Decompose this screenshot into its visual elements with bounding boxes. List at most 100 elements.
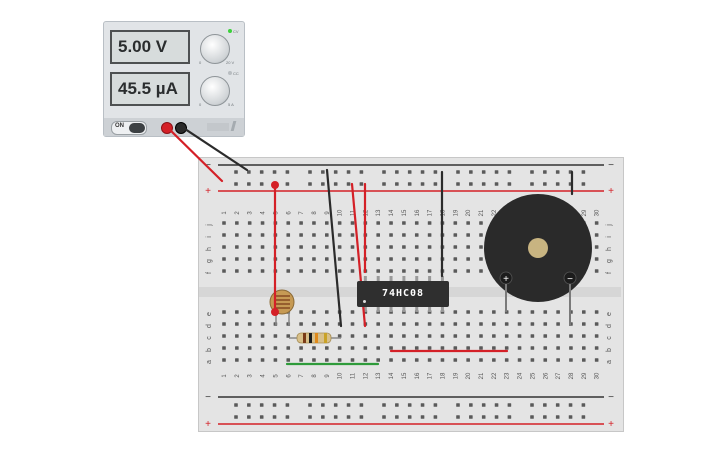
strip-hole[interactable] bbox=[517, 346, 522, 350]
rail-hole[interactable] bbox=[359, 170, 364, 174]
strip-hole[interactable] bbox=[312, 221, 316, 225]
strip-hole[interactable] bbox=[517, 334, 522, 338]
strip-hole[interactable] bbox=[594, 310, 599, 314]
strip-hole[interactable] bbox=[312, 310, 316, 314]
strip-hole[interactable] bbox=[466, 257, 470, 261]
strip-hole[interactable] bbox=[247, 221, 252, 225]
strip-hole[interactable] bbox=[389, 322, 393, 326]
strip-hole[interactable] bbox=[466, 269, 470, 273]
logic-chip[interactable]: 74HC08 bbox=[357, 281, 449, 307]
strip-hole[interactable] bbox=[466, 322, 470, 326]
strip-hole[interactable] bbox=[427, 233, 432, 237]
strip-hole[interactable] bbox=[453, 310, 458, 314]
strip-hole[interactable] bbox=[402, 269, 406, 273]
rail-hole[interactable] bbox=[395, 403, 399, 407]
strip-hole[interactable] bbox=[569, 334, 573, 338]
rail-hole[interactable] bbox=[234, 403, 238, 407]
rail-hole[interactable] bbox=[456, 415, 460, 419]
strip-hole[interactable] bbox=[312, 358, 316, 362]
strip-hole[interactable] bbox=[222, 257, 226, 261]
strip-hole[interactable] bbox=[325, 346, 329, 350]
strip-hole[interactable] bbox=[376, 322, 380, 326]
strip-hole[interactable] bbox=[466, 245, 470, 249]
rail-hole[interactable] bbox=[581, 170, 586, 174]
rail-hole[interactable] bbox=[555, 403, 560, 407]
rail-hole[interactable] bbox=[308, 403, 312, 407]
strip-hole[interactable] bbox=[414, 269, 419, 273]
rail-hole[interactable] bbox=[507, 182, 512, 186]
strip-hole[interactable] bbox=[402, 257, 406, 261]
strip-hole[interactable] bbox=[312, 346, 316, 350]
strip-hole[interactable] bbox=[594, 322, 599, 326]
rail-hole[interactable] bbox=[321, 403, 325, 407]
rail-hole[interactable] bbox=[346, 182, 351, 186]
strip-hole[interactable] bbox=[594, 245, 599, 249]
rail-hole[interactable] bbox=[469, 182, 473, 186]
rail-hole[interactable] bbox=[530, 403, 534, 407]
rail-hole[interactable] bbox=[321, 170, 325, 174]
strip-hole[interactable] bbox=[556, 334, 560, 338]
strip-hole[interactable] bbox=[312, 257, 316, 261]
rail-hole[interactable] bbox=[382, 182, 386, 186]
strip-hole[interactable] bbox=[556, 310, 560, 314]
strip-hole[interactable] bbox=[453, 221, 458, 225]
strip-hole[interactable] bbox=[350, 310, 355, 314]
rail-hole[interactable] bbox=[234, 415, 238, 419]
supply-positive-wire[interactable] bbox=[163, 123, 224, 183]
strip-hole[interactable] bbox=[376, 257, 380, 261]
strip-hole[interactable] bbox=[440, 346, 445, 350]
strip-hole[interactable] bbox=[325, 358, 329, 362]
rail-hole[interactable] bbox=[530, 182, 534, 186]
rail-hole[interactable] bbox=[285, 170, 290, 174]
strip-hole[interactable] bbox=[389, 221, 393, 225]
rail-hole[interactable] bbox=[581, 403, 586, 407]
strip-hole[interactable] bbox=[594, 358, 599, 362]
strip-hole[interactable] bbox=[427, 322, 432, 326]
rail-hole[interactable] bbox=[333, 182, 338, 186]
strip-hole[interactable] bbox=[337, 245, 342, 249]
voltage-knob[interactable] bbox=[200, 34, 230, 64]
rail-hole[interactable] bbox=[433, 170, 438, 174]
strip-hole[interactable] bbox=[222, 233, 226, 237]
strip-hole[interactable] bbox=[247, 269, 252, 273]
strip-hole[interactable] bbox=[312, 269, 316, 273]
strip-hole[interactable] bbox=[453, 269, 458, 273]
rail-hole[interactable] bbox=[285, 182, 290, 186]
strip-hole[interactable] bbox=[247, 358, 252, 362]
strip-hole[interactable] bbox=[235, 322, 239, 326]
strip-hole[interactable] bbox=[530, 346, 535, 350]
rail-hole[interactable] bbox=[543, 415, 547, 419]
rail-hole[interactable] bbox=[494, 170, 499, 174]
strip-hole[interactable] bbox=[530, 358, 535, 362]
strip-hole[interactable] bbox=[235, 233, 239, 237]
rail-hole[interactable] bbox=[420, 415, 425, 419]
strip-hole[interactable] bbox=[260, 245, 265, 249]
strip-hole[interactable] bbox=[492, 310, 496, 314]
strip-hole[interactable] bbox=[582, 310, 586, 314]
strip-hole[interactable] bbox=[402, 322, 406, 326]
strip-hole[interactable] bbox=[350, 269, 355, 273]
wire-end-dot[interactable] bbox=[271, 181, 279, 189]
rail-hole[interactable] bbox=[321, 182, 325, 186]
resistor-ground-wire[interactable] bbox=[325, 168, 343, 328]
strip-hole[interactable] bbox=[479, 233, 483, 237]
strip-hole[interactable] bbox=[247, 334, 252, 338]
rail-hole[interactable] bbox=[308, 182, 312, 186]
strip-hole[interactable] bbox=[414, 358, 419, 362]
strip-hole[interactable] bbox=[479, 322, 483, 326]
supply-negative-wire[interactable] bbox=[177, 123, 249, 172]
strip-hole[interactable] bbox=[479, 310, 483, 314]
rail-hole[interactable] bbox=[420, 403, 425, 407]
strip-hole[interactable] bbox=[402, 346, 406, 350]
strip-hole[interactable] bbox=[337, 334, 342, 338]
strip-hole[interactable] bbox=[376, 221, 380, 225]
rail-hole[interactable] bbox=[382, 415, 386, 419]
rail-hole[interactable] bbox=[481, 415, 486, 419]
strip-hole[interactable] bbox=[440, 358, 445, 362]
strip-hole[interactable] bbox=[260, 322, 265, 326]
strip-hole[interactable] bbox=[504, 358, 509, 362]
rail-hole[interactable] bbox=[481, 170, 486, 174]
rail-hole[interactable] bbox=[308, 415, 312, 419]
rail-hole[interactable] bbox=[433, 182, 438, 186]
strip-hole[interactable] bbox=[299, 322, 303, 326]
